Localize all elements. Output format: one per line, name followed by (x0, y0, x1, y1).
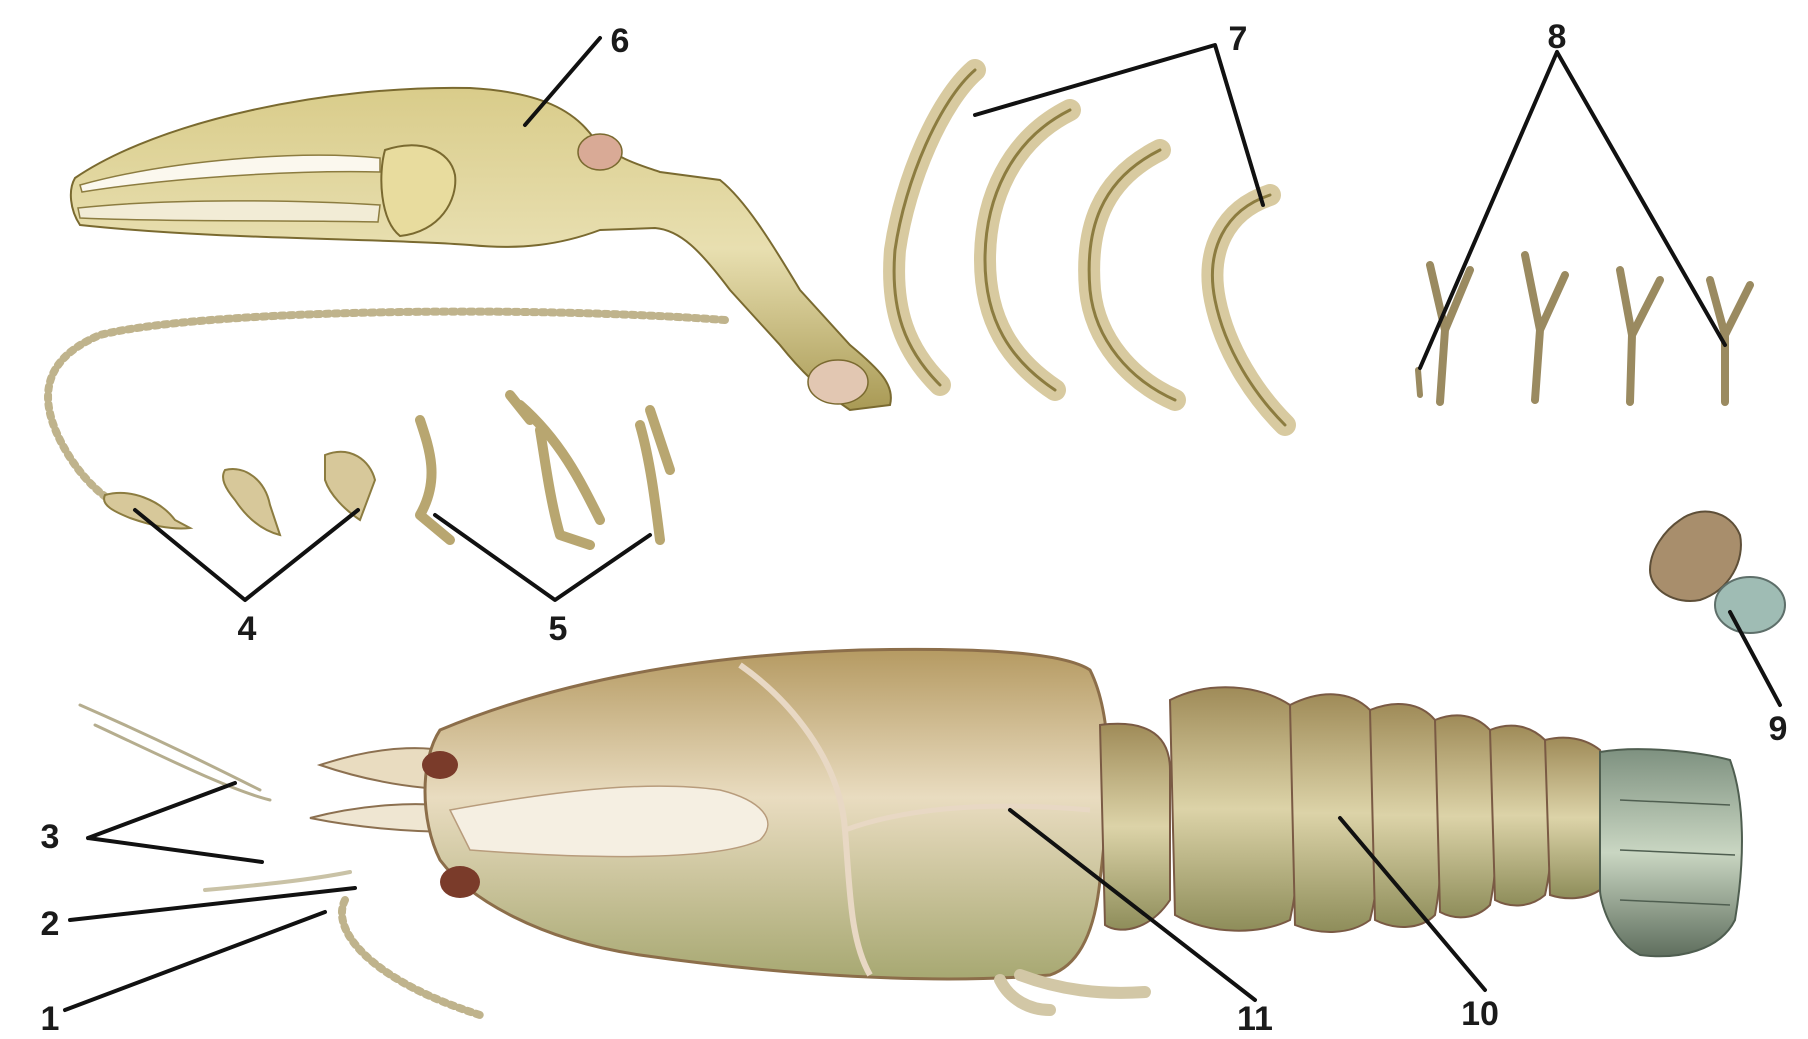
leader-1 (65, 912, 325, 1010)
telson-detail (1650, 512, 1785, 633)
label-8: 8 (1548, 18, 1567, 56)
claw-cheliped (71, 88, 891, 410)
label-6: 6 (611, 22, 630, 60)
crayfish-body (310, 649, 1742, 1010)
label-11: 11 (1237, 1000, 1273, 1034)
label-9: 9 (1769, 710, 1788, 748)
label-1: 1 (41, 1000, 60, 1034)
label-5: 5 (549, 610, 568, 648)
swimmerets (1418, 255, 1750, 402)
label-10: 10 (1461, 995, 1499, 1033)
label-7: 7 (1229, 20, 1248, 58)
label-3: 3 (41, 818, 60, 856)
label-4: 4 (238, 610, 257, 648)
walking-legs (894, 70, 1285, 425)
mouthparts-group-5 (420, 395, 670, 545)
mouthparts-group-4 (104, 452, 375, 535)
leader-3 (88, 783, 262, 862)
label-2: 2 (41, 905, 60, 943)
leader-8 (1420, 52, 1725, 368)
leader-5 (435, 515, 650, 600)
